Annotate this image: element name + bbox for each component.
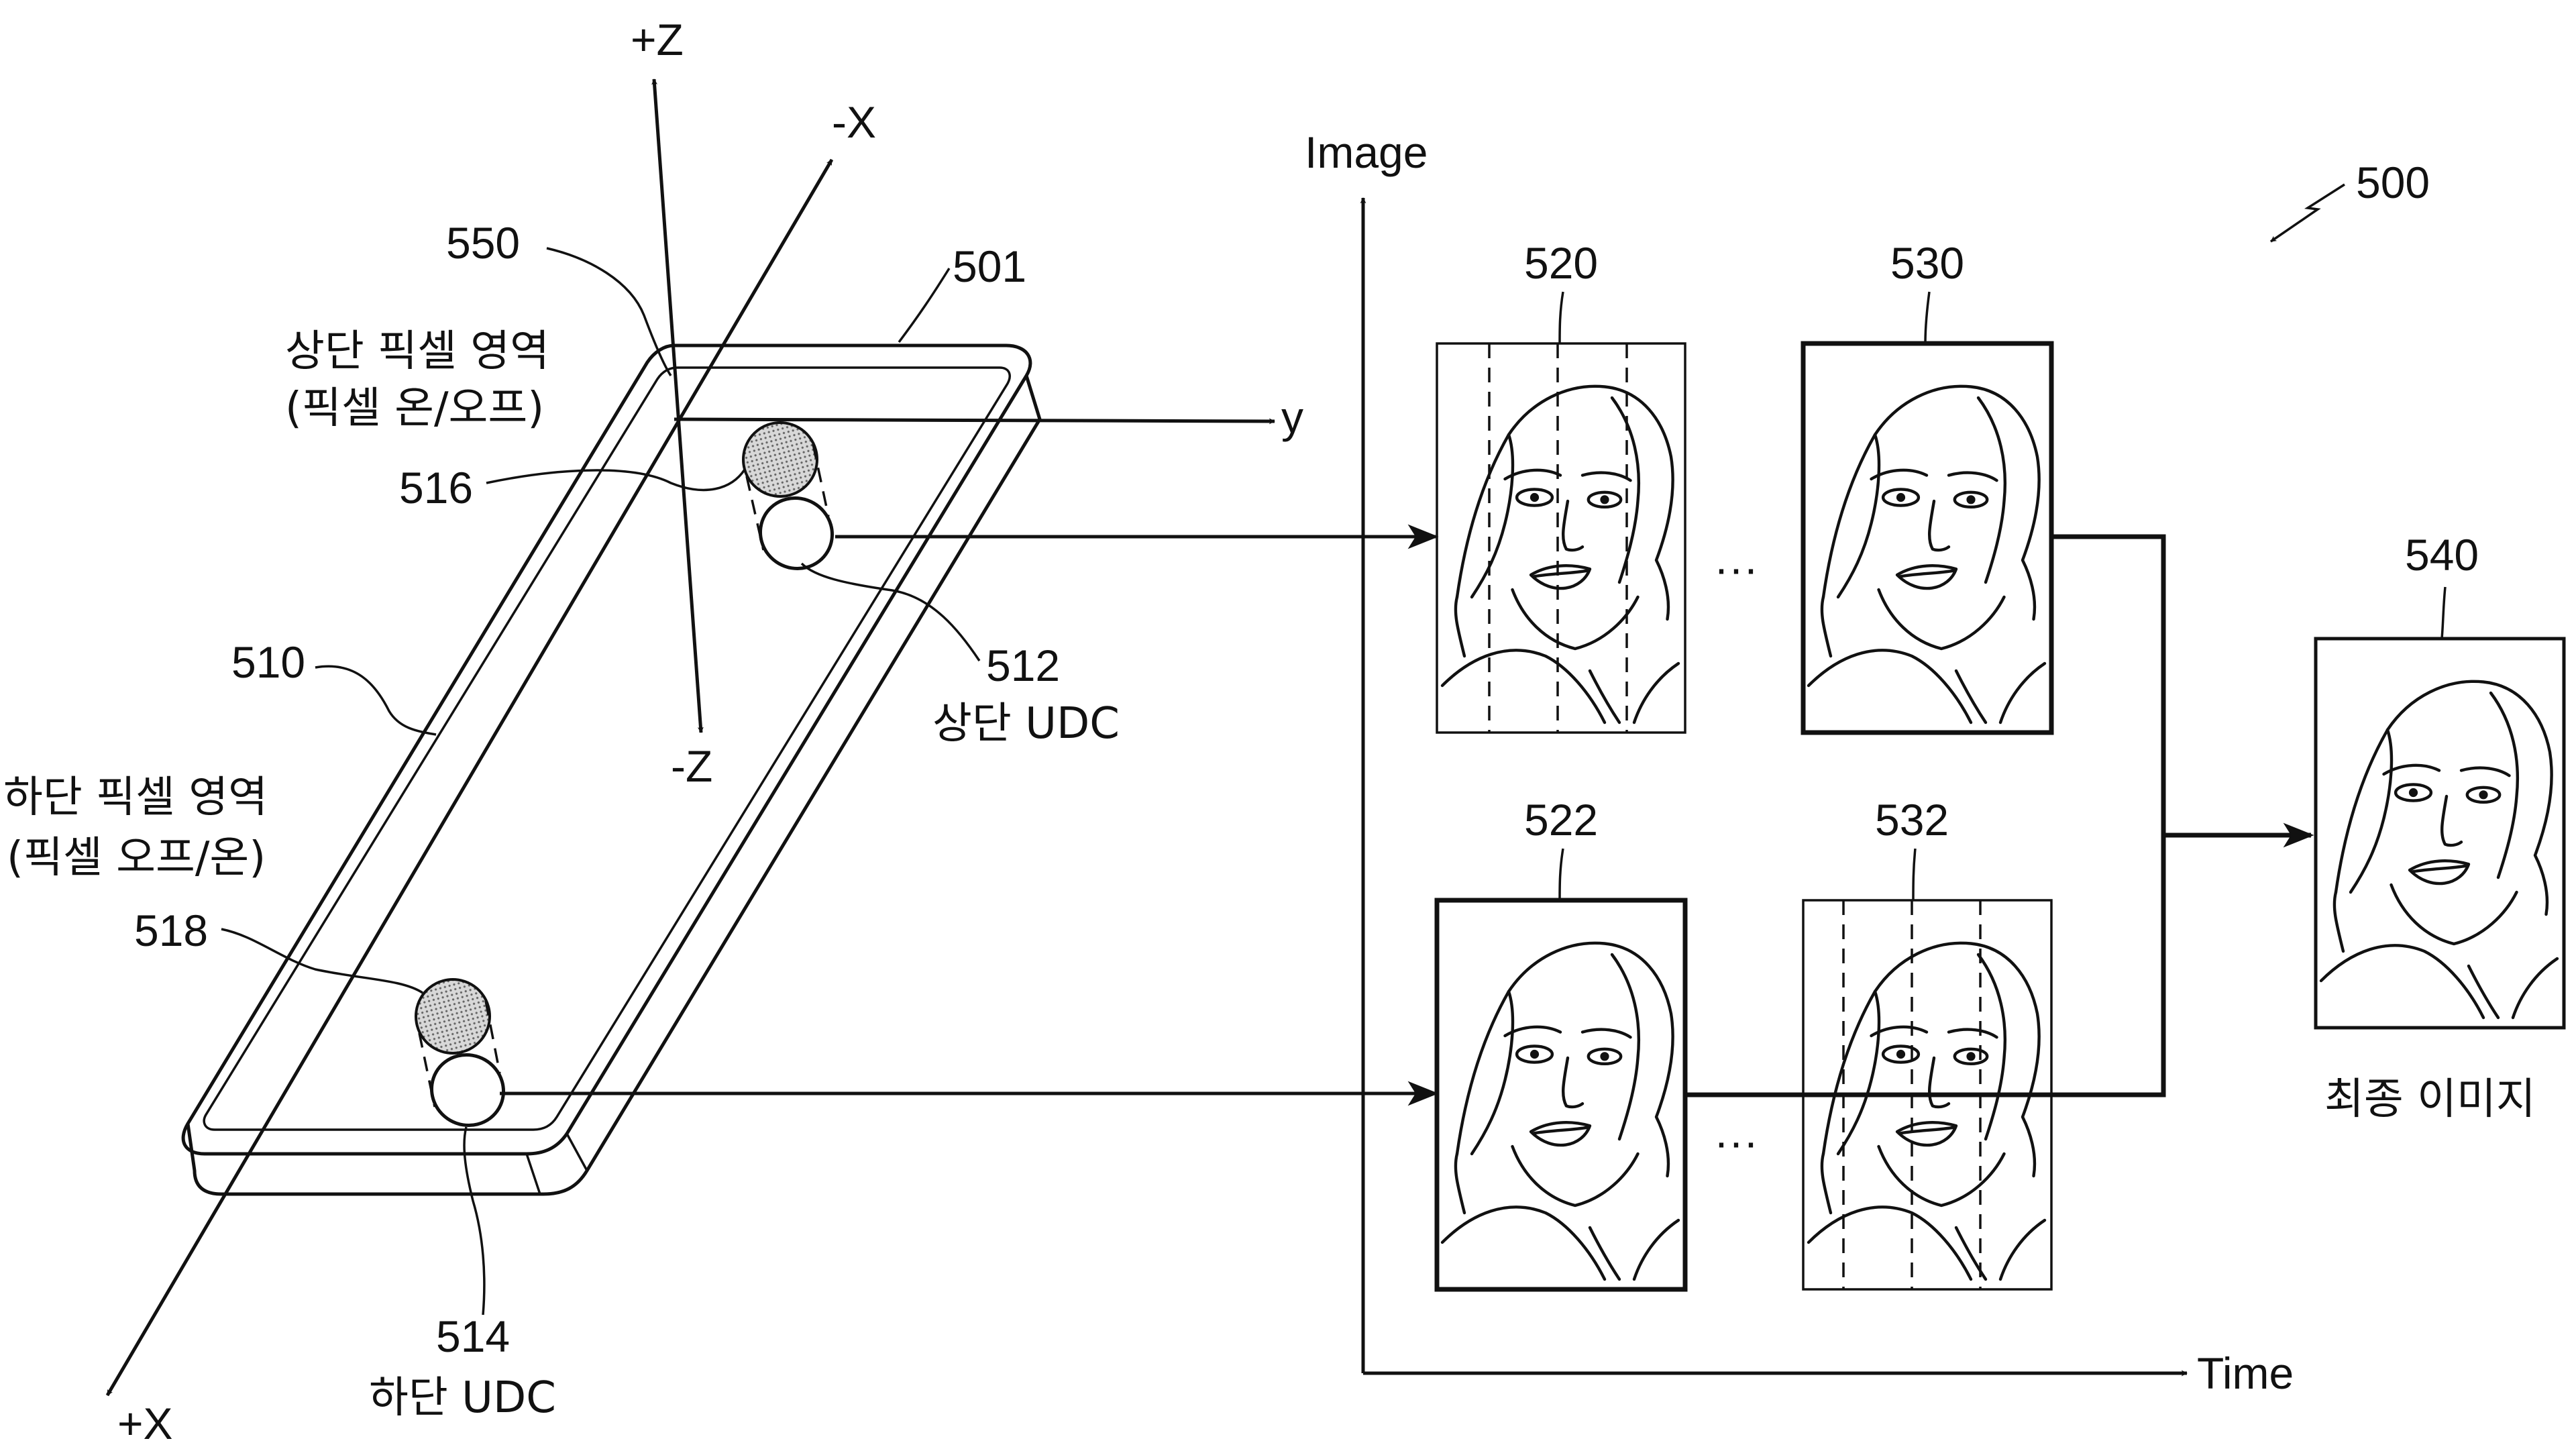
ref-510: 510 xyxy=(231,637,305,687)
bottom-udc-assembly xyxy=(415,978,506,1128)
leader-518 xyxy=(221,928,423,994)
minus-x-label: -X xyxy=(832,97,876,147)
image-time-axes: Image Time xyxy=(1305,127,2294,1398)
top-region-label-2: (픽셀 온/오프) xyxy=(285,384,544,433)
time-axis-label: Time xyxy=(2197,1348,2294,1398)
leader-540 xyxy=(2440,586,2447,639)
leader-501 xyxy=(898,268,951,343)
leader-520 xyxy=(1558,291,1564,344)
top-udc-dash-right xyxy=(812,443,830,517)
ref-520: 520 xyxy=(1524,238,1598,288)
y-axis-line xyxy=(674,417,1275,425)
leader-512 xyxy=(800,562,981,661)
display-outline xyxy=(203,366,1011,1131)
ref-530: 530 xyxy=(1890,238,1964,288)
bottom-udc-dash-right xyxy=(484,1000,501,1074)
final-image-540: 540 최종 이미지 xyxy=(2314,530,2566,1124)
ref-540: 540 xyxy=(2405,530,2479,580)
frame-530-border xyxy=(1801,341,2054,735)
device-edge-detail xyxy=(525,1153,541,1195)
top-pixel-window xyxy=(742,421,818,498)
frame-520-face xyxy=(1442,386,1678,722)
bottom-udc-label: 하단 UDC xyxy=(369,1373,556,1423)
bottom-region-label-1: 하단 픽셀 영역 xyxy=(3,773,268,822)
plus-z-label: +Z xyxy=(631,15,684,64)
top-udc-label: 상단 UDC xyxy=(932,699,1120,749)
frame-522: 522 xyxy=(1434,795,1688,1292)
top-row-ellipsis: ··· xyxy=(1714,543,1758,593)
x-axis-line xyxy=(105,158,834,1397)
device-outline xyxy=(181,343,1032,1156)
image-axis-label: Image xyxy=(1305,127,1428,177)
frame-522-border xyxy=(1434,898,1688,1292)
z-axis-line xyxy=(651,78,704,733)
figure-ref-500: 500 xyxy=(2270,158,2430,243)
frame-530-face xyxy=(1809,386,2045,722)
bottom-row-ellipsis: ··· xyxy=(1714,1117,1758,1167)
ref-522: 522 xyxy=(1524,795,1598,845)
frame-522-face xyxy=(1442,943,1678,1279)
ref-518: 518 xyxy=(134,906,208,955)
merge-connectors xyxy=(1685,534,2314,1097)
ref-516: 516 xyxy=(399,463,473,513)
ref-512: 512 xyxy=(986,641,1060,690)
device-thickness xyxy=(186,375,1042,1196)
frame-530: 530 xyxy=(1801,238,2054,735)
ref-550: 550 xyxy=(446,218,520,268)
ref-501: 501 xyxy=(953,241,1026,291)
bottom-region-label-2: (픽셀 오프/온) xyxy=(7,833,266,883)
top-region-label-1: 상단 픽셀 영역 xyxy=(285,327,549,376)
leader-514 xyxy=(463,1126,486,1316)
merge-bracket xyxy=(1685,534,2166,1097)
plus-x-label: +X xyxy=(117,1399,173,1448)
minus-z-label: -Z xyxy=(671,741,712,791)
frame-520: 520 xyxy=(1436,238,1686,734)
leader-510 xyxy=(315,665,437,736)
axis-3d-group: +Z -Z -X +X y xyxy=(105,15,1303,1448)
device-body xyxy=(181,343,1042,1196)
final-image-label: 최종 이미지 xyxy=(2324,1075,2536,1124)
top-udc-dash-left xyxy=(745,476,765,551)
bottom-udc-lens xyxy=(429,1053,506,1128)
leader-532 xyxy=(1912,848,1917,901)
frame-520-border xyxy=(1436,342,1686,734)
bottom-pixel-window xyxy=(415,978,491,1055)
ref-500: 500 xyxy=(2356,158,2430,207)
final-image-face xyxy=(2321,682,2557,1018)
device-labels: 550 501 상단 픽셀 영역 (픽셀 온/오프) 516 510 512 상… xyxy=(3,218,1120,1423)
leader-500 xyxy=(2270,183,2345,243)
leader-530 xyxy=(1924,291,1931,344)
ref-514: 514 xyxy=(436,1311,510,1361)
device-corner-edge xyxy=(566,1133,588,1171)
top-udc-assembly xyxy=(742,421,835,571)
leader-516 xyxy=(486,469,746,492)
ref-532: 532 xyxy=(1875,795,1949,845)
frame-532: 532 xyxy=(1802,795,2053,1291)
leader-522 xyxy=(1558,848,1564,901)
y-label: y xyxy=(1281,392,1303,442)
leader-550 xyxy=(546,247,672,376)
final-image-border xyxy=(2314,637,2566,1030)
top-udc-lens xyxy=(758,496,835,571)
